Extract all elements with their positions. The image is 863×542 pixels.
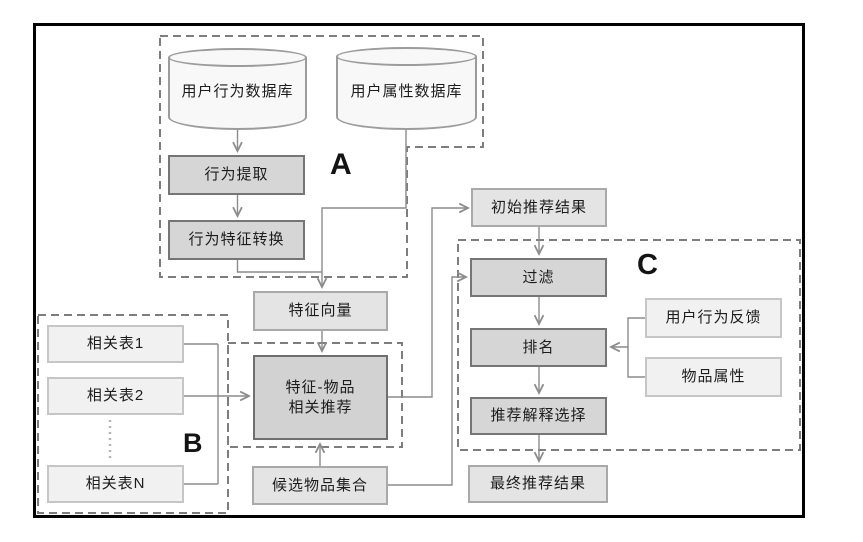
node-initial-results: 初始推荐结果 bbox=[471, 188, 607, 227]
cylinder-top-ellipse bbox=[168, 48, 307, 67]
node-ranking: 排名 bbox=[470, 328, 607, 367]
node-behavior-extraction: 行为提取 bbox=[168, 155, 305, 195]
node-related-table-n: 相关表N bbox=[47, 465, 184, 503]
node-candidate-item-set: 候选物品集合 bbox=[252, 466, 388, 505]
section-label-a: A bbox=[330, 148, 352, 181]
cylinder-user-behavior-db: 用户行为数据库 bbox=[168, 48, 307, 130]
node-label-line1: 特征-物品 bbox=[285, 379, 356, 396]
node-item-attributes: 物品属性 bbox=[645, 357, 782, 397]
node-explanation-selection: 推荐解释选择 bbox=[470, 397, 607, 435]
node-final-results: 最终推荐结果 bbox=[468, 465, 608, 503]
node-label-line2: 相关推荐 bbox=[288, 398, 353, 416]
cylinder-user-attribute-db: 用户属性数据库 bbox=[336, 47, 477, 130]
node-related-table-1: 相关表1 bbox=[47, 325, 184, 363]
node-behavior-feature-conversion: 行为特征转换 bbox=[168, 220, 305, 260]
node-filter: 过滤 bbox=[470, 258, 607, 297]
section-label-c: C bbox=[637, 249, 658, 281]
section-label-b: B bbox=[183, 428, 203, 458]
node-label: 用户属性数据库 bbox=[350, 82, 463, 100]
node-feature-vector: 特征向量 bbox=[253, 291, 388, 331]
node-label: 用户行为数据库 bbox=[181, 83, 294, 101]
node-related-table-2: 相关表2 bbox=[47, 377, 184, 415]
node-user-behavior-feedback: 用户行为反馈 bbox=[645, 298, 782, 338]
node-feature-item-recommendation: 特征-物品 相关推荐 bbox=[253, 355, 388, 440]
cylinder-top-ellipse bbox=[336, 47, 477, 66]
